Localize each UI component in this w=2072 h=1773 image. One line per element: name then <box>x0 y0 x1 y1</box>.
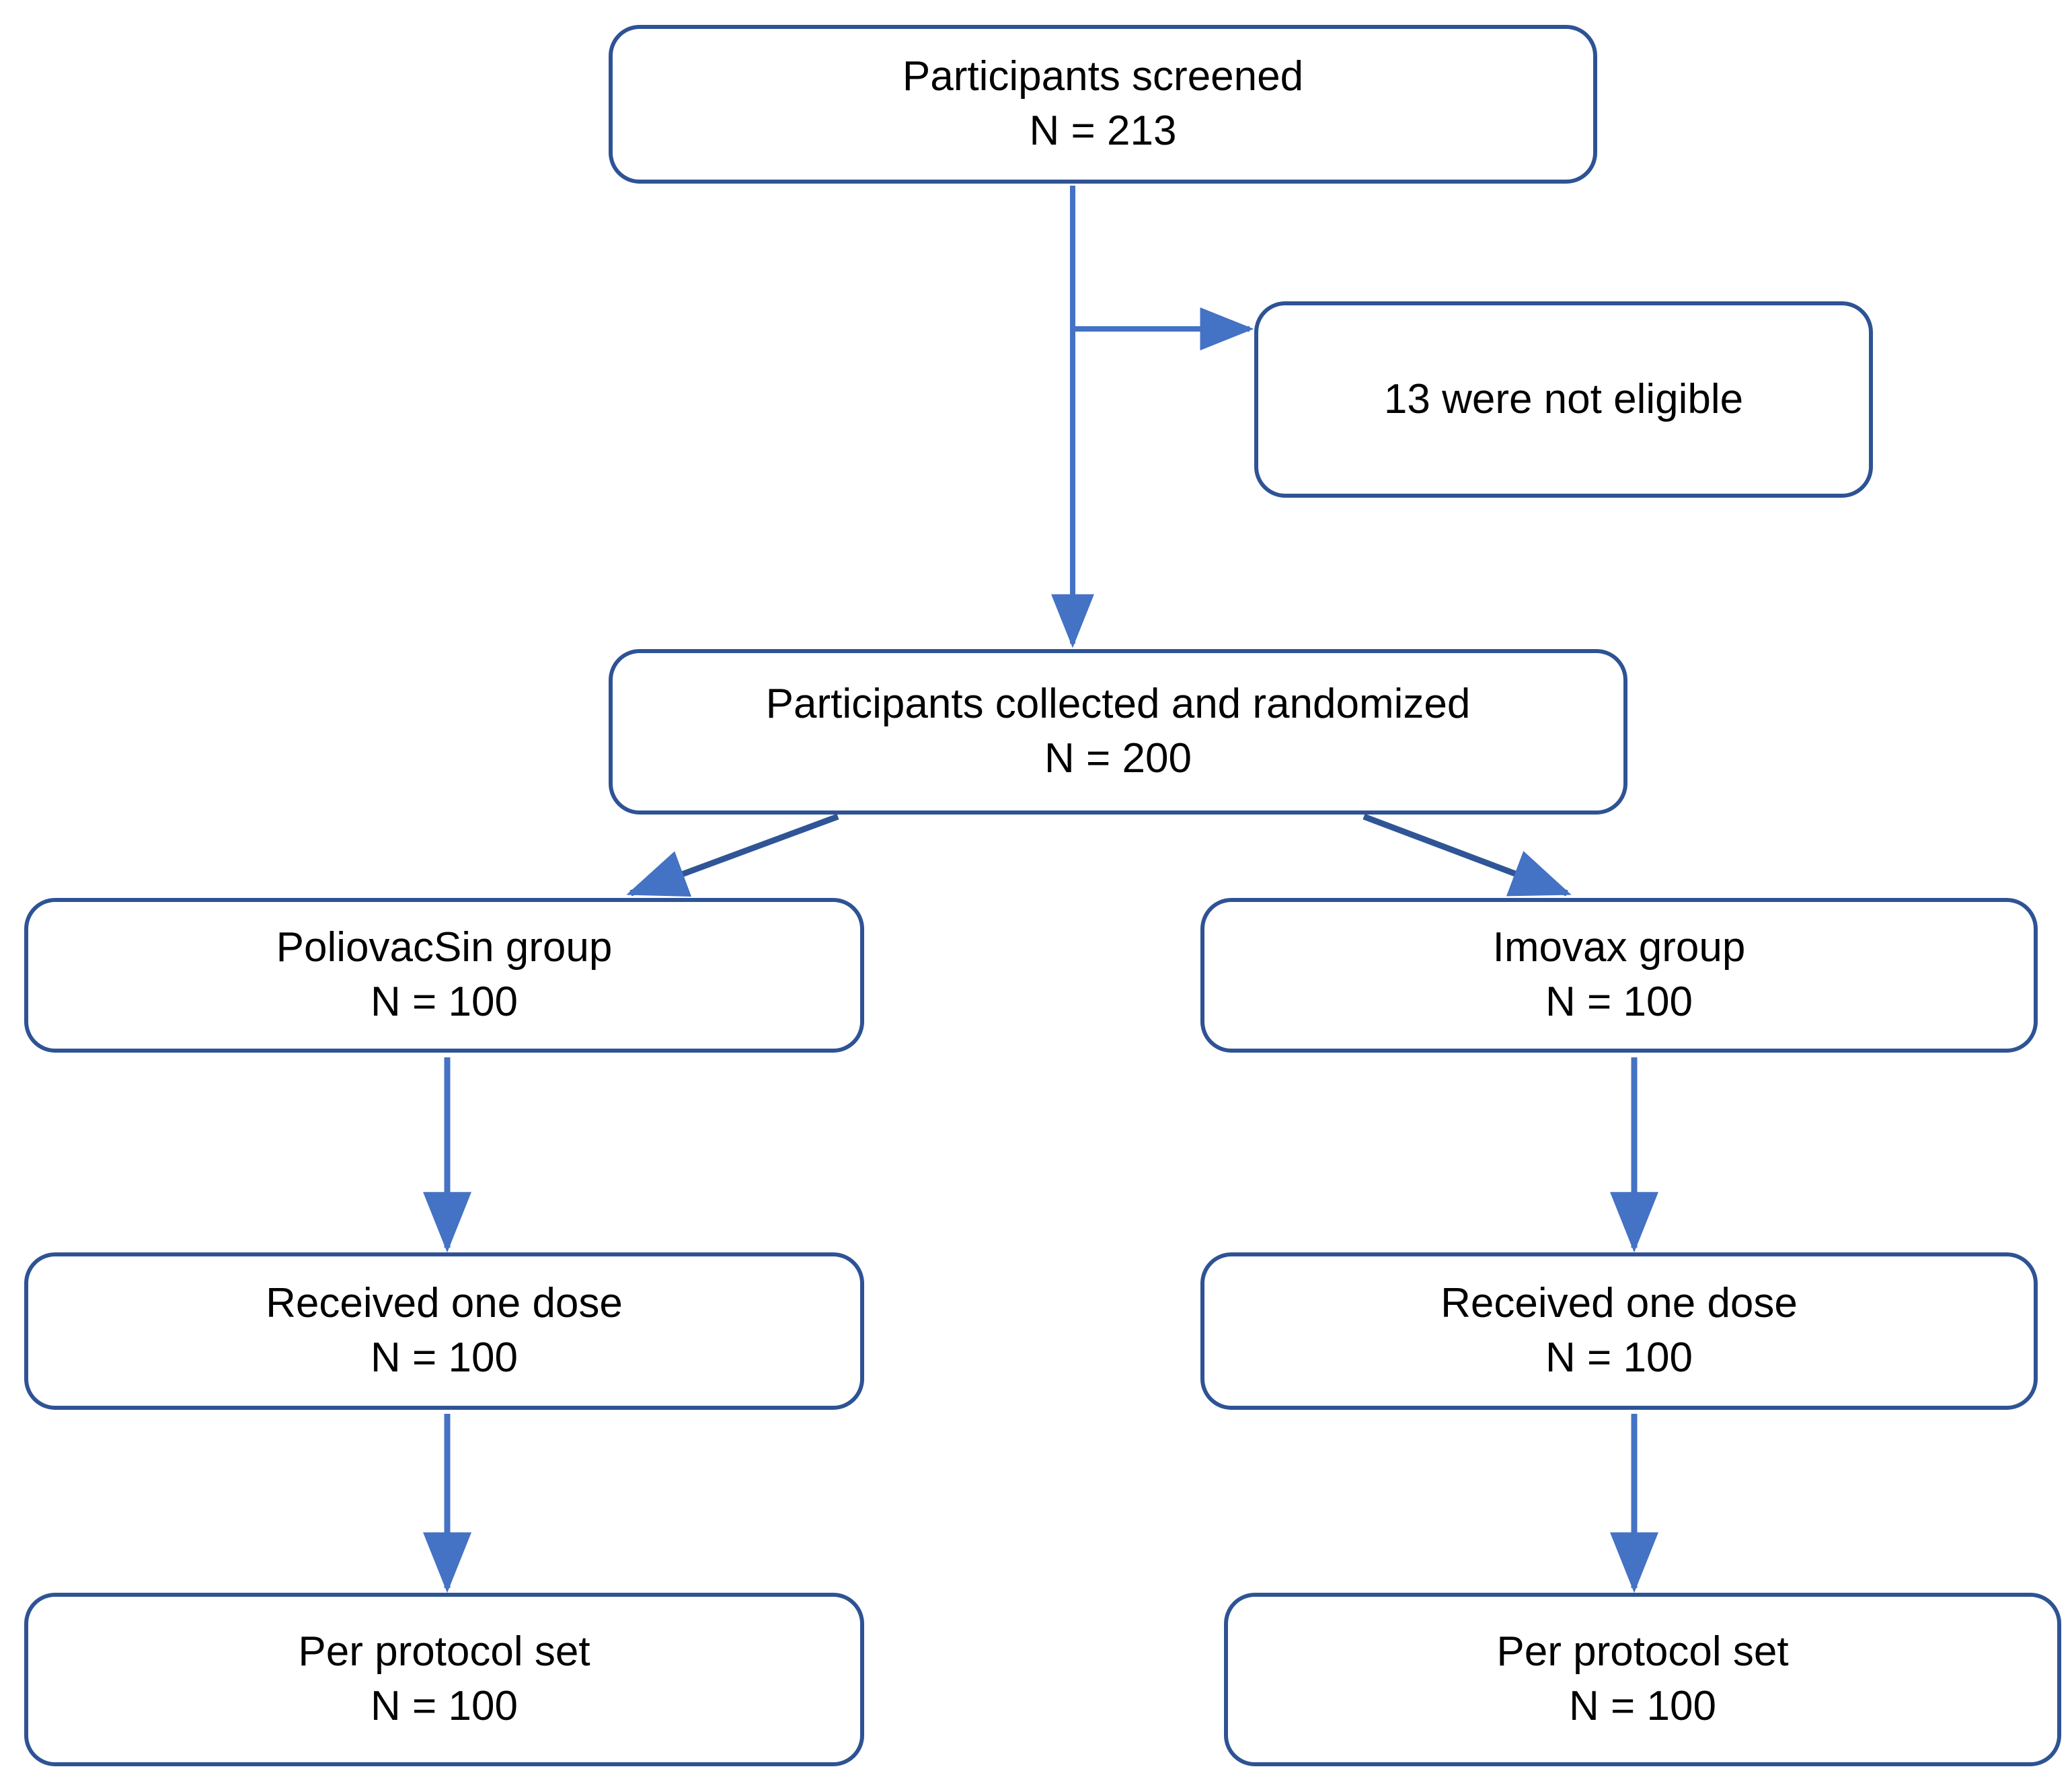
node-not-eligible: 13 were not eligible <box>1254 301 1873 498</box>
node-left-group-title: PoliovacSin group <box>276 924 613 971</box>
node-right-received-one-dose: Received one dose N = 100 <box>1200 1252 2038 1410</box>
node-left-group-count: N = 100 <box>371 979 518 1025</box>
node-left-per-protocol-set: Per protocol set N = 100 <box>24 1593 864 1766</box>
node-participants-screened: Participants screened N = 213 <box>609 25 1597 184</box>
node-participants-randomized: Participants collected and randomized N … <box>609 649 1627 815</box>
node-right-pps-title: Per protocol set <box>1496 1628 1789 1675</box>
node-right-group-title: Imovax group <box>1492 924 1746 971</box>
node-left-dose-count: N = 100 <box>371 1334 518 1381</box>
node-randomized-title: Participants collected and randomized <box>765 681 1471 728</box>
node-screened-count: N = 213 <box>1029 108 1177 154</box>
node-left-pps-count: N = 100 <box>371 1683 518 1729</box>
node-poliovacsin-group: PoliovacSin group N = 100 <box>24 898 864 1053</box>
node-left-received-one-dose: Received one dose N = 100 <box>24 1252 864 1410</box>
edge-randomized-to-right-group <box>1363 813 1572 897</box>
node-right-group-count: N = 100 <box>1545 979 1693 1025</box>
node-left-pps-title: Per protocol set <box>298 1628 590 1675</box>
node-right-pps-count: N = 100 <box>1569 1683 1716 1729</box>
node-screened-title: Participants screened <box>902 53 1304 100</box>
node-left-dose-title: Received one dose <box>266 1280 623 1327</box>
node-right-dose-title: Received one dose <box>1441 1280 1798 1327</box>
edge-randomized-to-left-group <box>626 813 839 897</box>
node-randomized-count: N = 200 <box>1044 735 1192 782</box>
node-right-dose-count: N = 100 <box>1545 1334 1693 1381</box>
node-right-per-protocol-set: Per protocol set N = 100 <box>1224 1593 2061 1766</box>
node-imovax-group: Imovax group N = 100 <box>1200 898 2038 1053</box>
node-not-eligible-title: 13 were not eligible <box>1383 375 1744 422</box>
